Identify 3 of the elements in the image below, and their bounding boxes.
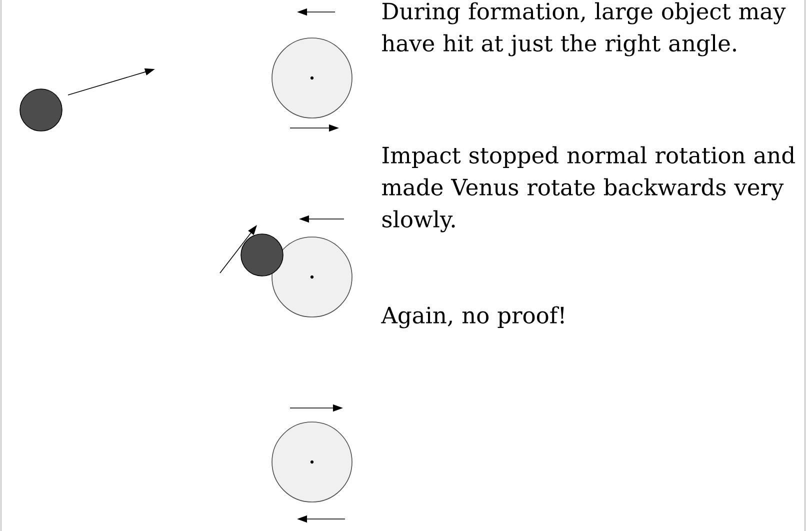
note-text: Again, no proof! <box>381 306 564 328</box>
note-text: During formation, large object may have hit at just the right angle. <box>382 2 786 56</box>
note-text: Impact stopped normal rotation and made Venus rotate backwards very slowly. <box>382 146 795 232</box>
